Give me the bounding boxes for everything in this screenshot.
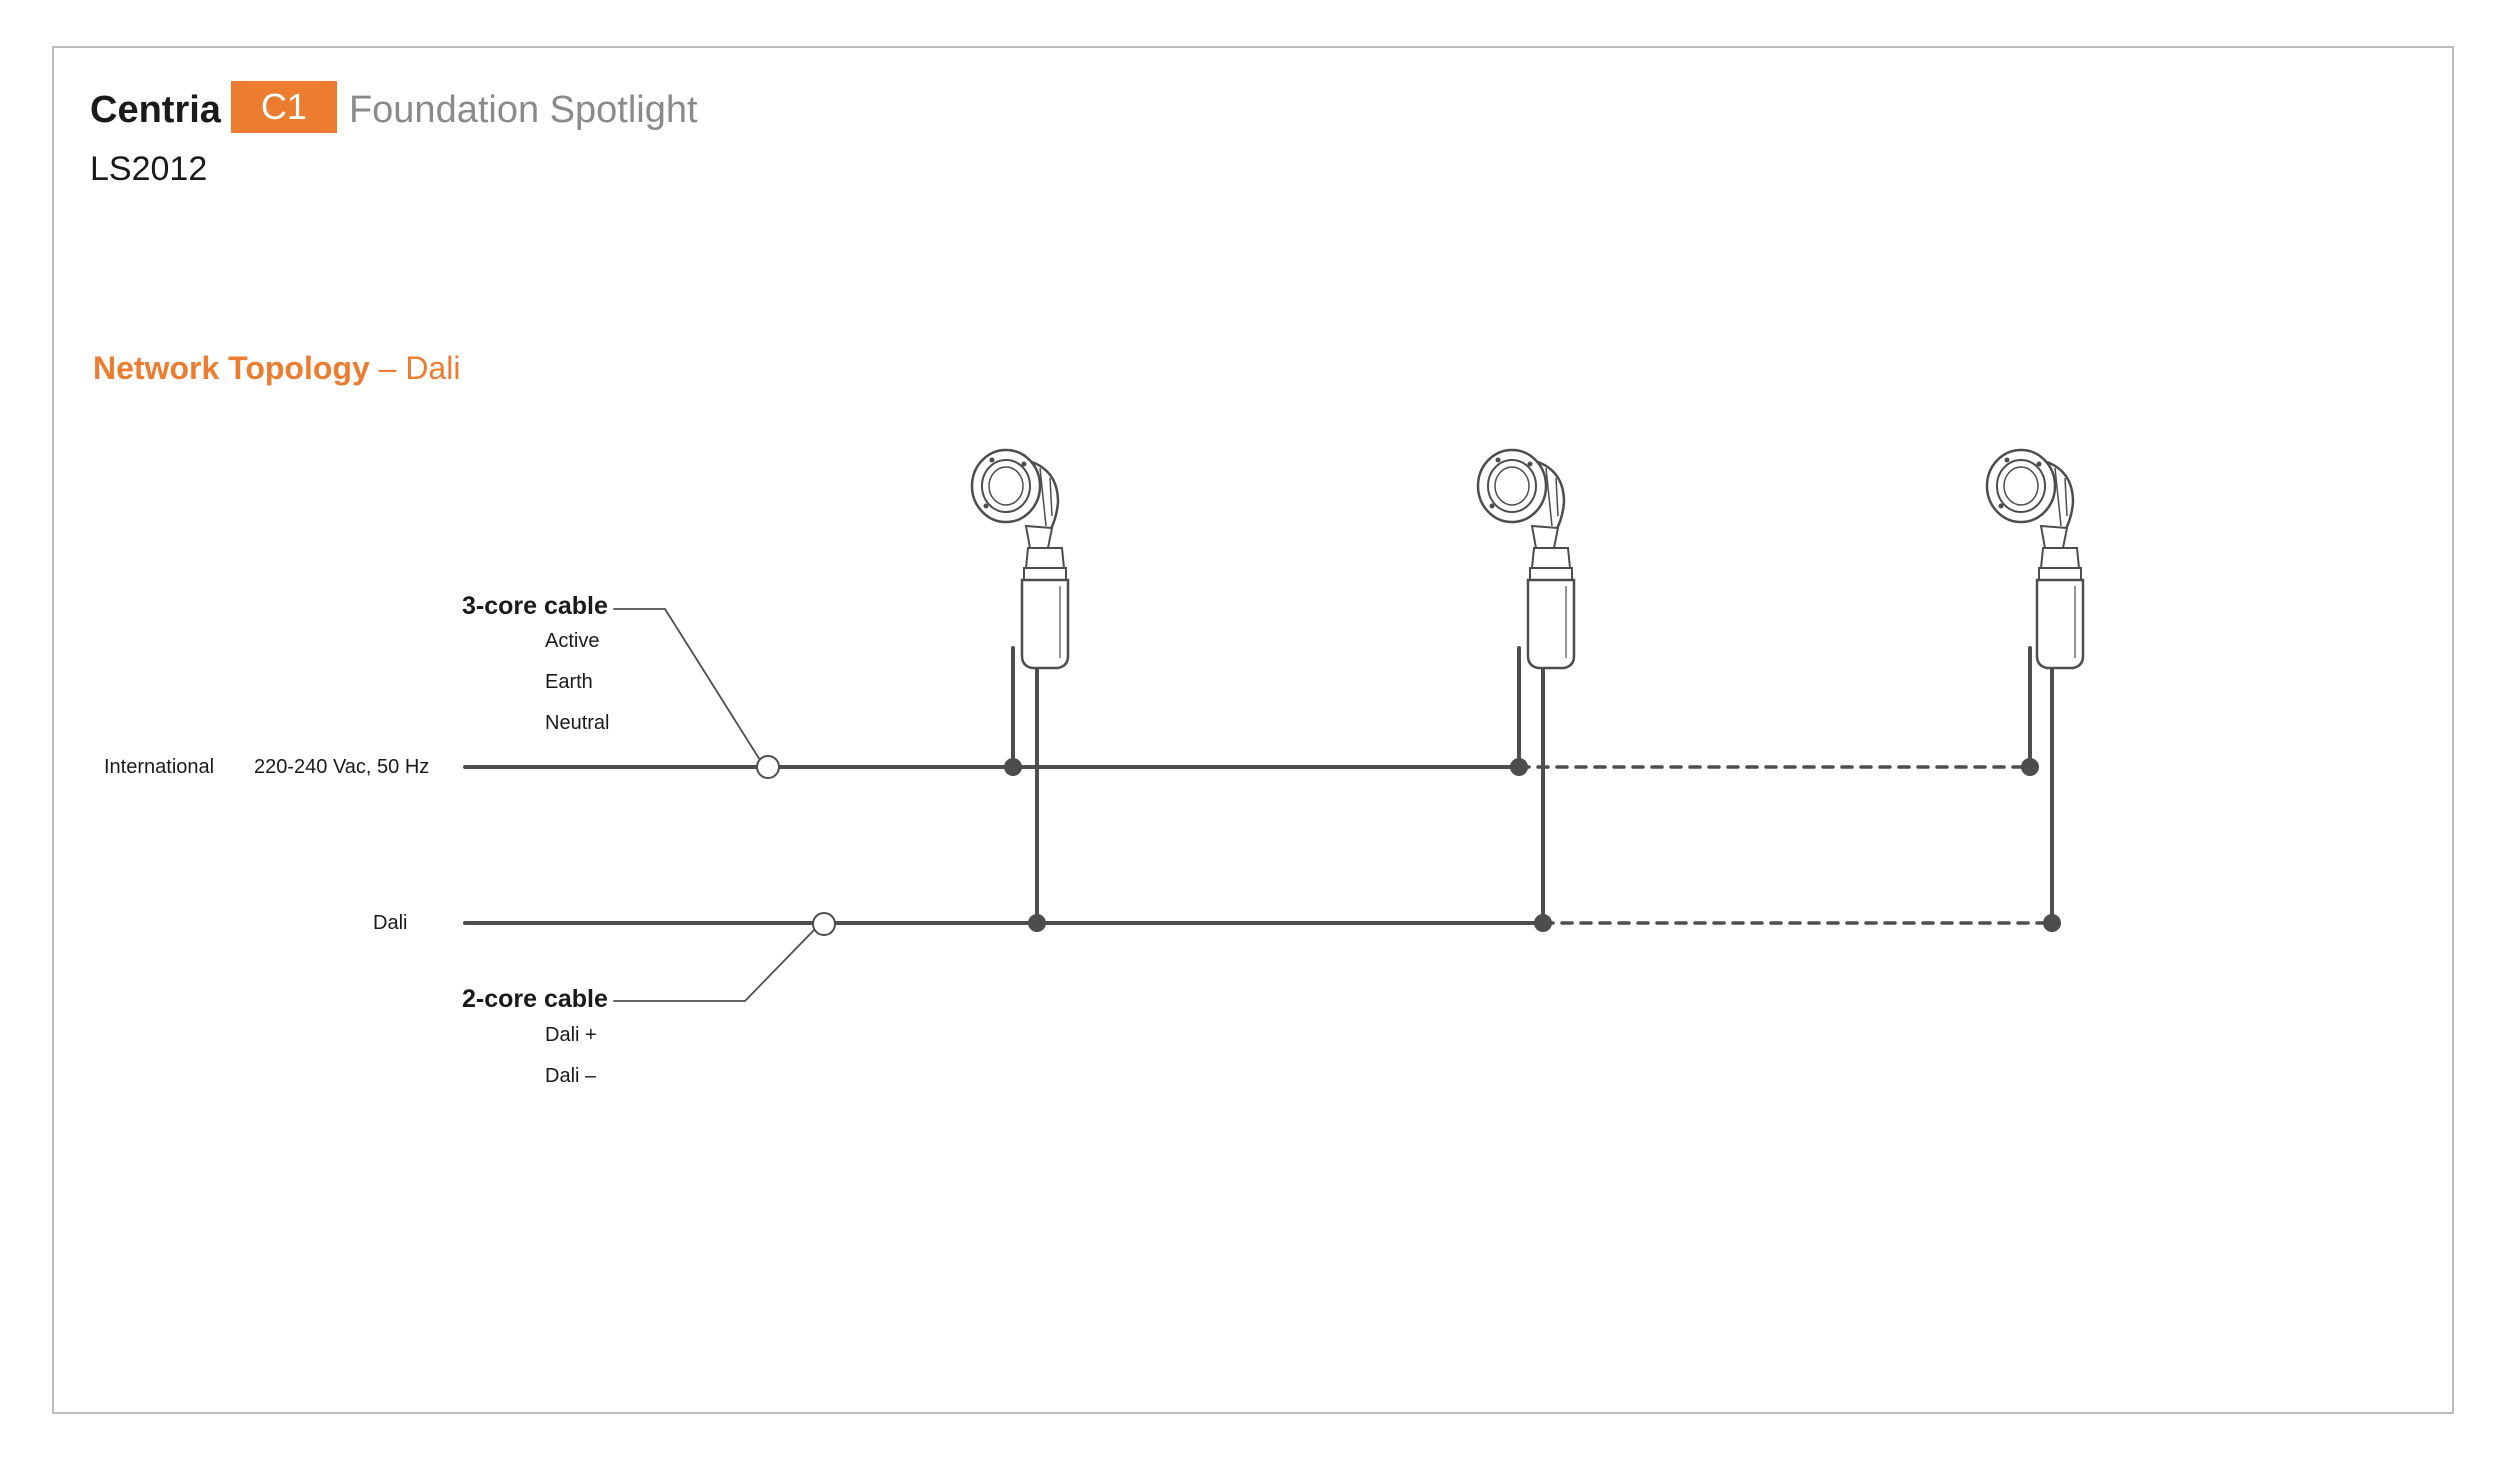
product-name: Foundation Spotlight	[348, 88, 698, 131]
junction-dot-icon	[1004, 758, 1022, 776]
spotlight-fixture-icon	[970, 448, 1070, 670]
cable-3core-title: 3-core cable	[462, 592, 608, 620]
spotlight-fixture-icon	[1476, 448, 1576, 670]
cable-3core-core-earth: Earth	[545, 671, 593, 693]
cable-2core-core-minus: Dali –	[545, 1065, 597, 1087]
section-title: Network Topology – Dali	[93, 350, 460, 387]
junction-dot-icon	[1534, 914, 1552, 932]
dali-line-label: Dali	[373, 912, 408, 934]
section-title-sub: – Dali	[369, 350, 461, 386]
product-code: LS2012	[90, 150, 208, 188]
region-label: International	[104, 756, 215, 778]
cable-marker-icon	[756, 755, 780, 779]
cable-3core-core-neutral: Neutral	[545, 712, 610, 734]
cable-2core-core-plus: Dali +	[545, 1024, 597, 1046]
spotlight-fixture-icon	[1985, 448, 2085, 670]
junction-dot-icon	[2043, 914, 2061, 932]
series-badge: C1	[230, 81, 337, 133]
section-title-main: Network Topology	[93, 350, 370, 386]
voltage-label: 220-240 Vac, 50 Hz	[254, 756, 430, 778]
cable-marker-icon	[812, 912, 836, 936]
header: Centria C1 Foundation Spotlight	[90, 81, 698, 138]
junction-dot-icon	[1510, 758, 1528, 776]
cable-2core-title: 2-core cable	[462, 985, 608, 1013]
brand-name: Centria	[90, 88, 221, 131]
junction-dot-icon	[1028, 914, 1046, 932]
drawing-frame	[52, 46, 2454, 1414]
cable-3core-core-active: Active	[545, 630, 600, 652]
junction-dot-icon	[2021, 758, 2039, 776]
